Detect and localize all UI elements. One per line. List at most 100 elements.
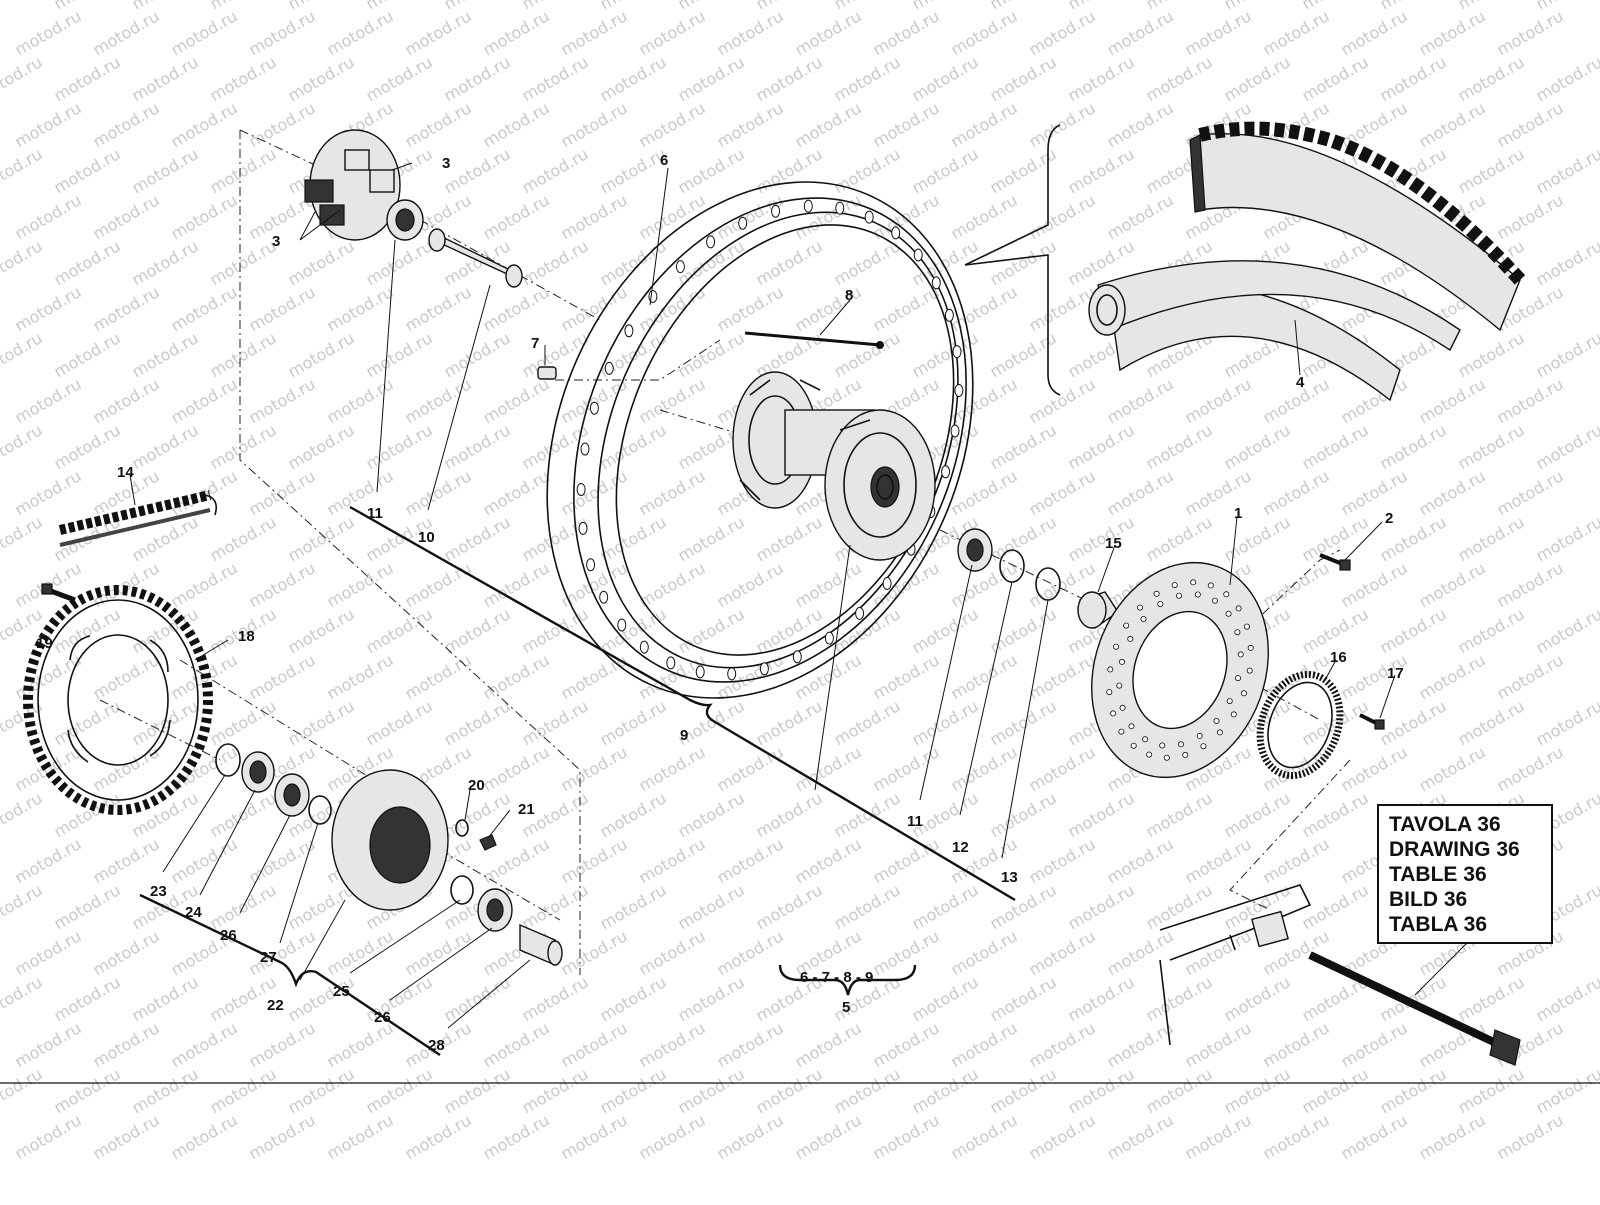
watermark-text: motod.ru: [168, 282, 241, 335]
watermark-text: motod.ru: [1026, 466, 1099, 519]
rim-hole: [942, 466, 950, 478]
watermark-text: motod.ru: [1533, 0, 1600, 13]
watermark-text: motod.ru: [675, 604, 748, 657]
watermark-text: motod.ru: [1416, 374, 1489, 427]
watermark-text: motod.ru: [1260, 6, 1333, 59]
disc-hole: [1164, 755, 1169, 760]
watermark-text: motod.ru: [675, 972, 748, 1025]
rim-hole: [739, 217, 747, 229]
watermark-text: motod.ru: [870, 282, 943, 335]
watermark-text: motod.ru: [1026, 650, 1099, 703]
watermark-text: motod.ru: [246, 558, 319, 611]
watermark-text: motod.ru: [441, 788, 514, 841]
watermark-text: motod.ru: [1182, 1018, 1255, 1071]
watermark-text: motod.ru: [12, 190, 85, 243]
watermark-text: motod.ru: [1143, 420, 1216, 473]
watermark-text: motod.ru: [168, 1110, 241, 1163]
watermark-text: motod.ru: [1104, 6, 1177, 59]
callout-11-left: 11: [367, 505, 383, 522]
watermark-text: motod.ru: [1026, 374, 1099, 427]
callout-18: 18: [238, 628, 255, 645]
disc-hole: [1235, 676, 1240, 681]
watermark-text: motod.ru: [1221, 0, 1294, 13]
watermark-text: motod.ru: [1104, 190, 1177, 243]
watermark-text: motod.ru: [714, 834, 787, 887]
watermark-text: motod.ru: [1221, 420, 1294, 473]
watermark-text: motod.ru: [0, 420, 46, 473]
watermark-text: motod.ru: [168, 558, 241, 611]
rim-hole: [883, 578, 891, 590]
watermark-text: motod.ru: [363, 328, 436, 381]
callout-5: 5: [842, 999, 850, 1016]
callout-28: 28: [428, 1037, 445, 1054]
watermark-text: motod.ru: [1065, 52, 1138, 105]
callout-15: 15: [1105, 535, 1122, 552]
watermark-text: motod.ru: [0, 236, 46, 289]
disc-hole: [1172, 583, 1177, 588]
disc-hole: [1107, 690, 1112, 695]
watermark-text: motod.ru: [324, 374, 397, 427]
disc-hole: [1129, 724, 1134, 729]
watermark-text: motod.ru: [597, 880, 670, 933]
callout-9: 9: [680, 727, 688, 744]
callout-10: 10: [418, 529, 435, 546]
watermark-text: motod.ru: [1260, 558, 1333, 611]
disc-hole: [1217, 730, 1222, 735]
watermark-text: motod.ru: [129, 144, 202, 197]
watermark-text: motod.ru: [714, 742, 787, 795]
callout-6: 6: [660, 152, 668, 169]
callout-26-left: 26: [220, 927, 237, 944]
disc-hole: [1114, 644, 1119, 649]
watermark-text: motod.ru: [831, 696, 904, 749]
watermark-text: motod.ru: [519, 696, 592, 749]
disc-hole: [1120, 705, 1125, 710]
watermark-text: motod.ru: [714, 282, 787, 335]
watermark-text: motod.ru: [285, 328, 358, 381]
watermark-text: motod.ru: [207, 1064, 280, 1117]
watermark-text: motod.ru: [753, 1064, 826, 1117]
disc-hole: [1119, 729, 1124, 734]
watermark-text: motod.ru: [909, 972, 982, 1025]
watermark-text: motod.ru: [1182, 6, 1255, 59]
watermark-text: motod.ru: [51, 328, 124, 381]
watermark-text: motod.ru: [1299, 512, 1372, 565]
watermark-text: motod.ru: [129, 420, 202, 473]
watermark-text: motod.ru: [246, 374, 319, 427]
watermark-text: motod.ru: [363, 0, 436, 13]
watermark-text: motod.ru: [558, 98, 631, 151]
watermark-text: motod.ru: [1533, 328, 1600, 381]
watermark-text: motod.ru: [831, 0, 904, 13]
watermark-text: motod.ru: [480, 558, 553, 611]
rim-hole: [577, 484, 585, 496]
watermark-text: motod.ru: [519, 1064, 592, 1117]
watermark-text: motod.ru: [1143, 880, 1216, 933]
watermark-text: motod.ru: [12, 282, 85, 335]
rim-hole: [825, 632, 833, 644]
watermark-text: motod.ru: [1299, 1064, 1372, 1117]
watermark-text: motod.ru: [129, 328, 202, 381]
rim-hole: [707, 236, 715, 248]
watermark-text: motod.ru: [51, 788, 124, 841]
watermark-text: motod.ru: [519, 144, 592, 197]
disc-hole: [1236, 606, 1241, 611]
watermark-text: motod.ru: [1494, 466, 1567, 519]
disc-hole: [1154, 591, 1159, 596]
watermark-text: motod.ru: [792, 1110, 865, 1163]
watermark-text: motod.ru: [168, 6, 241, 59]
disc-hole: [1147, 752, 1152, 757]
watermark-text: motod.ru: [1104, 1018, 1177, 1071]
watermark-text: motod.ru: [870, 742, 943, 795]
callout-1: 1: [1234, 505, 1242, 522]
watermark-text: motod.ru: [246, 98, 319, 151]
watermark-text: motod.ru: [0, 880, 46, 933]
watermark-text: motod.ru: [285, 0, 358, 13]
watermark-text: motod.ru: [948, 1018, 1021, 1071]
callout-4: 4: [1296, 374, 1305, 391]
disc-hole: [1117, 683, 1122, 688]
watermark-text: motod.ru: [909, 604, 982, 657]
reference-line-fr: TABLE 36: [1389, 862, 1541, 887]
watermark-text: motod.ru: [1338, 742, 1411, 795]
reference-line-it: TAVOLA 36: [1389, 812, 1541, 837]
watermark-text: motod.ru: [948, 98, 1021, 151]
watermark-text: motod.ru: [1377, 696, 1450, 749]
